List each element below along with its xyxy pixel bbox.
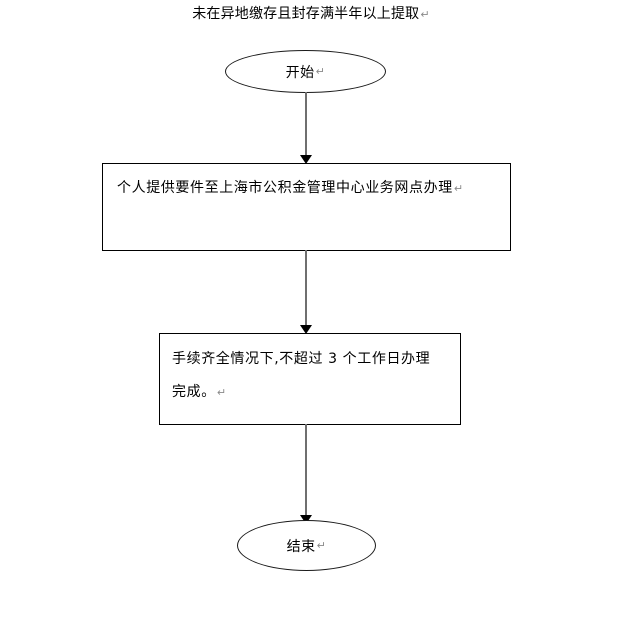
pilcrow-mark-apply: ↵ — [453, 182, 464, 195]
node-apply-line-1: 个人提供要件至上海市公积金管理中心业务网点办理↵ — [117, 178, 510, 199]
edge-apply-process — [300, 250, 312, 334]
page-title-text: 未在异地缴存且封存满半年以上提取 — [192, 6, 420, 22]
node-process-line-1: 手续齐全情况下,不超过 3 个工作日办理 — [172, 351, 431, 367]
arrowhead-down-icon — [300, 155, 312, 164]
node-process-line-2: 完成。↵ — [172, 376, 460, 409]
edge-line — [305, 250, 307, 326]
node-start-label: 开始 — [285, 64, 315, 81]
pilcrow-mark-start: ↵ — [315, 65, 326, 78]
pilcrow-mark-title: ↵ — [420, 8, 430, 21]
edge-process-end — [300, 424, 312, 524]
node-start[interactable]: 开始↵ — [225, 50, 386, 93]
arrowhead-down-icon — [300, 325, 312, 334]
node-process[interactable]: 手续齐全情况下,不超过 3 个工作日办理 完成。↵ — [159, 333, 461, 425]
page-title: 未在异地缴存且封存满半年以上提取↵ — [0, 4, 622, 25]
pilcrow-mark-process: ↵ — [216, 386, 227, 399]
node-end-label: 结束 — [286, 538, 316, 555]
node-apply[interactable]: 个人提供要件至上海市公积金管理中心业务网点办理↵ — [102, 163, 511, 251]
edge-line — [305, 92, 307, 156]
pilcrow-mark-end: ↵ — [316, 539, 327, 552]
edge-line — [305, 424, 307, 516]
node-end[interactable]: 结束↵ — [237, 520, 376, 571]
node-apply-text: 个人提供要件至上海市公积金管理中心业务网点办理 — [117, 180, 453, 196]
edge-start-apply — [300, 92, 312, 164]
node-process-text-2: 完成。 — [172, 384, 216, 400]
